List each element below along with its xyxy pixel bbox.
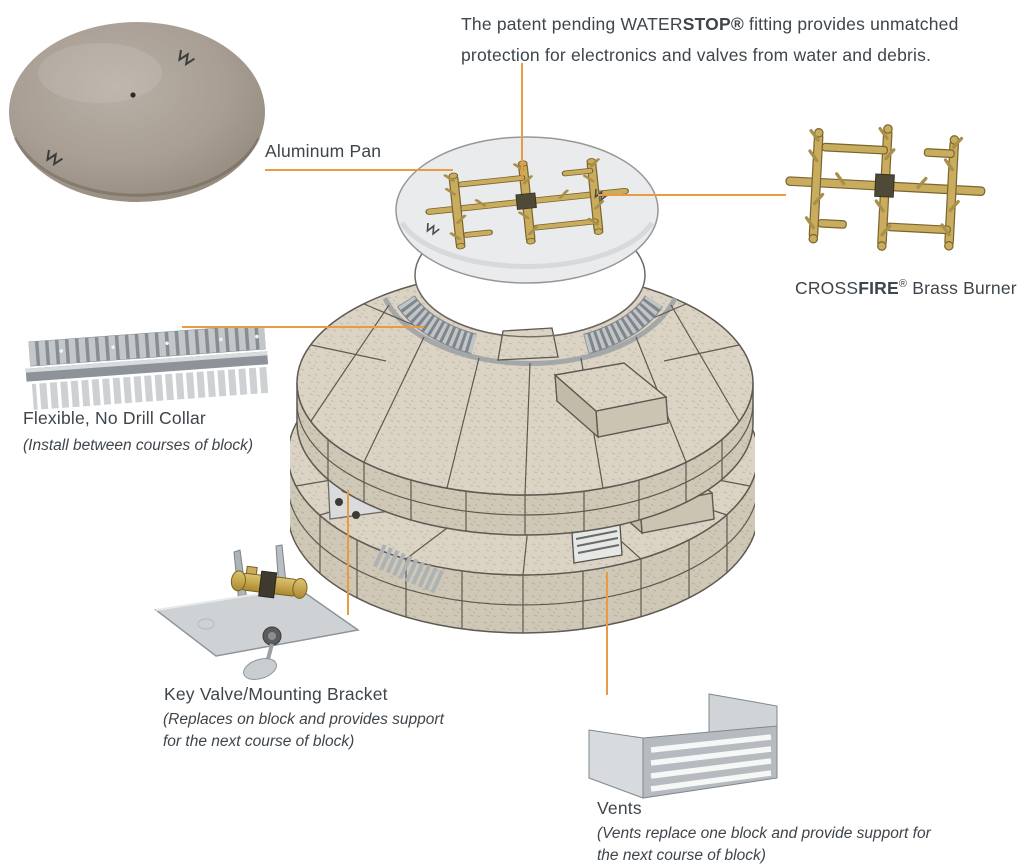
vents-subtitle-line2: the next course of block) [597,847,766,864]
collar-fins-installed [373,544,445,594]
leader-line-aluminum-pan [265,169,453,171]
pan-on-pit [395,136,659,284]
key-valve-subtitle-line1: (Replaces on block and provides support [163,711,444,728]
installed-vent [571,524,623,564]
key-valve-bracket-photo [154,544,360,680]
aluminum-pan-photo [9,22,265,202]
leader-line-collar [182,326,424,328]
leader-line-key-valve [347,490,349,615]
pan-center-hole [130,92,136,98]
brass-burner-photo [781,118,990,258]
vents-subtitle-line1: (Vents replace one block and provide sup… [597,825,931,842]
exploded-block [553,362,669,439]
waterstop-note: The patent pending WATERSTOP® fitting pr… [461,9,1024,71]
leader-line-burner [598,194,786,196]
aluminum-pan-label: Aluminum Pan [265,141,382,161]
collar-fins-installed [397,290,663,361]
leader-line-waterstop [521,63,523,179]
fire-pit-illustration [290,136,755,634]
brass-valve [230,565,308,599]
vents-label: Vents [597,798,642,818]
collar-photo [25,326,272,410]
waterstop-note-line1: The patent pending WATERSTOP® fitting pr… [461,14,959,34]
crossfire-burner-label: CROSSFIRE® Brass Burner [795,278,1017,298]
key-valve-label: Key Valve/Mounting Bracket [164,684,388,704]
collar-label: Flexible, No Drill Collar [23,408,206,428]
waterstop-note-line2: protection for electronics and valves fr… [461,45,932,65]
leader-line-vents [606,572,608,695]
vents-photo [588,693,778,799]
key-valve-subtitle-line2: for the next course of block) [163,733,355,750]
collar-subtitle: (Install between courses of block) [23,437,254,454]
